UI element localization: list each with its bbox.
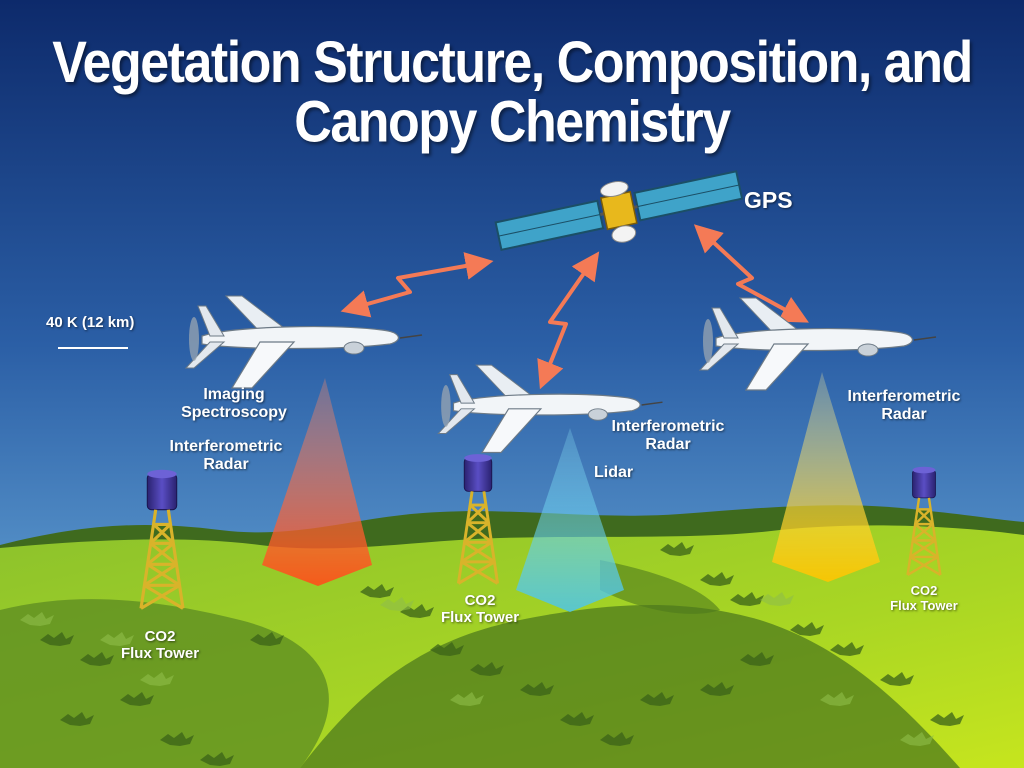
title-line-2: Canopy Chemistry xyxy=(294,90,731,155)
tower-right-line-1: CO2 xyxy=(910,583,938,598)
lidar-beam xyxy=(516,428,624,612)
gps-label: GPS xyxy=(744,187,793,213)
valley-center xyxy=(300,605,960,768)
title-line-1: Vegetation Structure, Composition, and xyxy=(52,30,973,96)
tower-center-line-2: Flux Tower xyxy=(440,609,520,627)
diagram-title: Vegetation Structure, Composition, and C… xyxy=(0,30,1024,155)
altitude-line xyxy=(58,347,128,349)
valley-patch xyxy=(600,560,720,614)
center-radar-line-1: Interferometric xyxy=(611,418,725,435)
imaging-spectroscopy-label: Imaging Spectroscopy xyxy=(176,386,292,423)
flux-tower-left-label: CO2 Flux Tower xyxy=(112,628,208,663)
left-radar-line-1: Interferometric xyxy=(169,438,283,455)
center-radar-line-2: Radar xyxy=(645,436,691,454)
left-radar-line-2: Radar xyxy=(203,456,249,474)
right-interferometric-radar-label: Interferometric Radar xyxy=(842,388,966,425)
imaging-spectroscopy-beam xyxy=(262,378,372,586)
right-radar-line-2: Radar xyxy=(881,406,927,424)
lidar-label: Lidar xyxy=(594,464,634,481)
tower-center-line-1: CO2 xyxy=(464,592,496,609)
imaging-spectroscopy-line-2: Spectroscopy xyxy=(181,404,287,422)
flux-tower-right-label: CO2 Flux Tower xyxy=(884,583,964,614)
gps-satellite xyxy=(494,170,744,251)
tower-left-line-2: Flux Tower xyxy=(120,645,200,663)
imaging-spectroscopy-line-1: Imaging xyxy=(203,386,265,403)
link-right-aircraft-gps xyxy=(693,224,809,323)
radar-beam xyxy=(772,372,880,582)
link-left-aircraft-gps xyxy=(340,252,494,318)
tower-right-line-2: Flux Tower xyxy=(890,597,958,613)
left-interferometric-radar-label: Interferometric Radar xyxy=(164,438,288,475)
altitude-label: 40 K (12 km) xyxy=(46,314,135,331)
center-interferometric-radar-label: Interferometric Radar xyxy=(606,418,730,455)
tower-left-line-1: CO2 xyxy=(144,628,176,645)
right-radar-line-1: Interferometric xyxy=(847,388,961,405)
link-center-aircraft-gps xyxy=(537,251,600,390)
gps-links xyxy=(340,224,809,390)
flux-tower-center-label: CO2 Flux Tower xyxy=(432,592,528,627)
